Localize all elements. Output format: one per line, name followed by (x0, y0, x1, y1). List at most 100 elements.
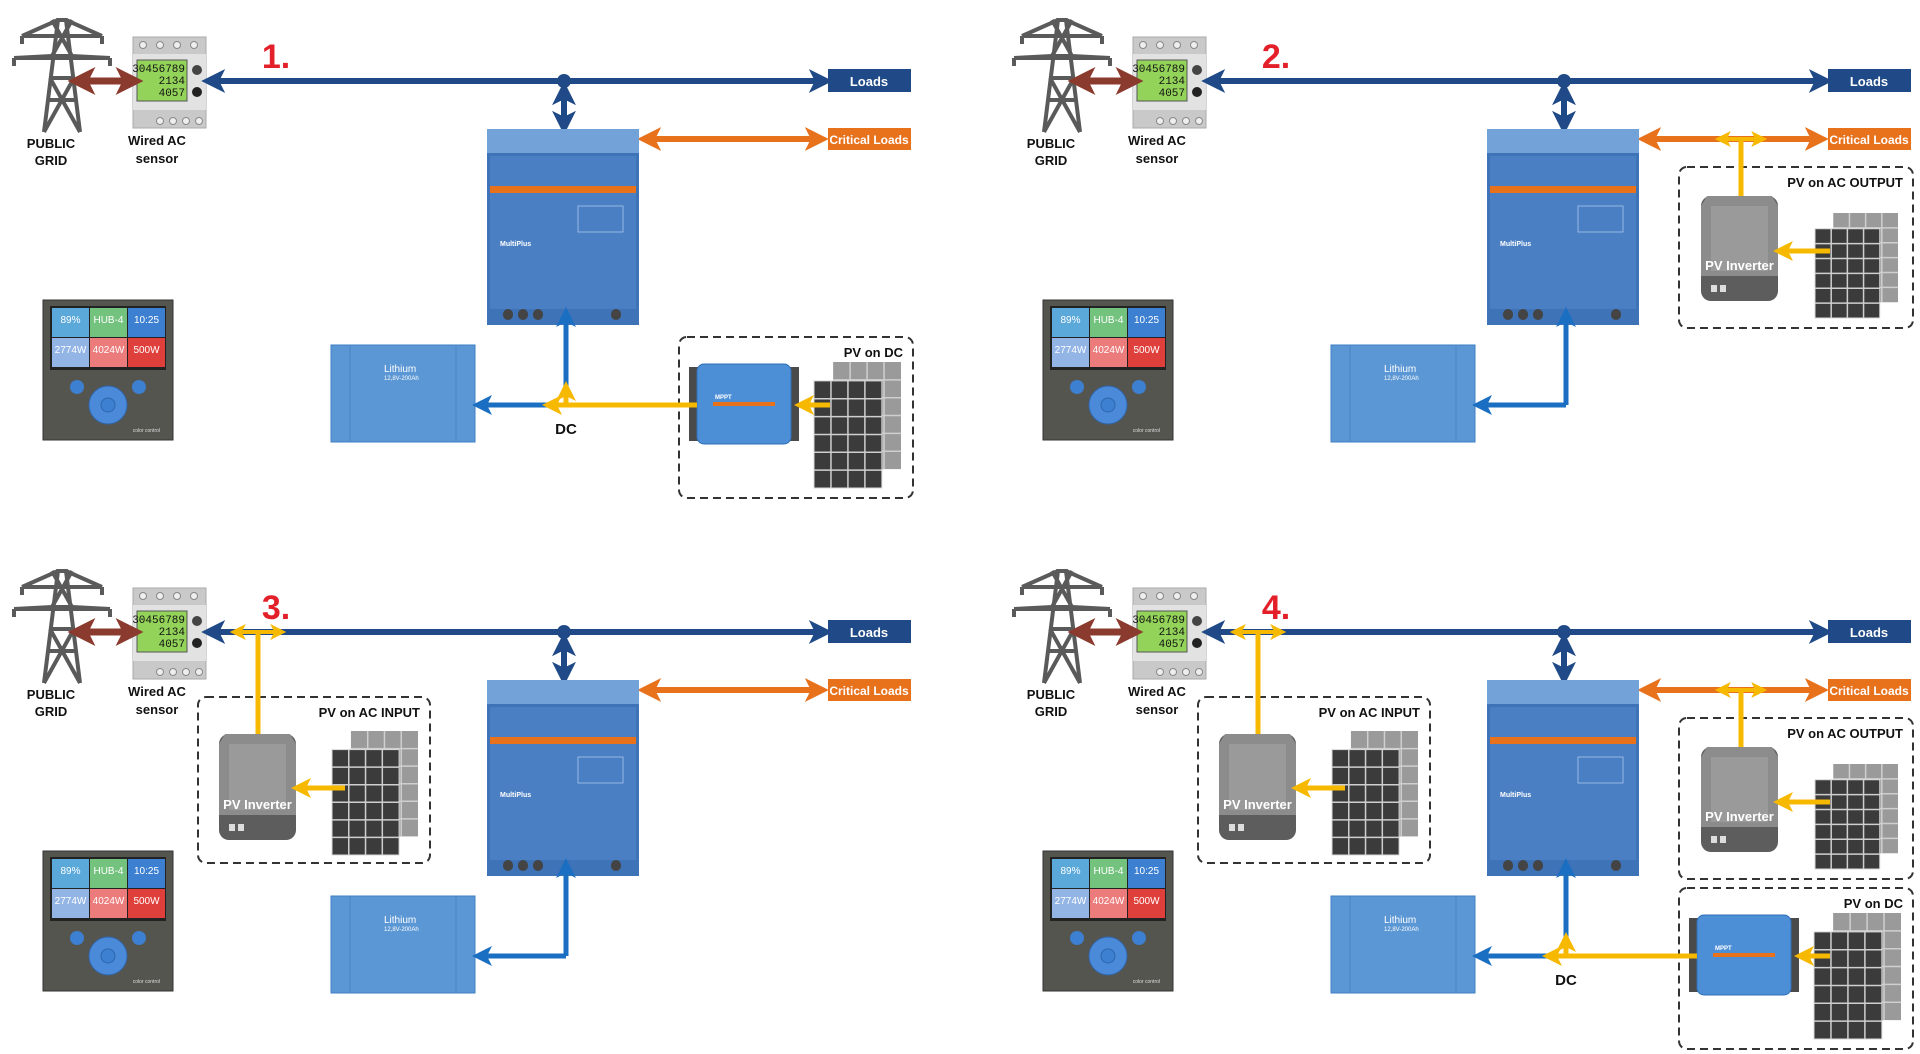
cc-dpad-center (100, 948, 116, 964)
mppt-stripe (713, 402, 775, 406)
pv-on-dc-box (678, 336, 914, 499)
tower-frame (12, 18, 112, 133)
meter-knob (1192, 616, 1202, 626)
meter-terminal (156, 117, 164, 125)
cable-gland (518, 860, 528, 871)
cable-gland (1518, 309, 1528, 320)
meter-display (1136, 610, 1188, 653)
tower-frame (1012, 18, 1112, 133)
cable-gland (611, 860, 621, 871)
inverter-face (229, 744, 286, 810)
configuration-number: 1. (262, 38, 290, 76)
meter-reading: 2134 (1159, 627, 1186, 639)
cc-tile (52, 308, 89, 337)
cc-tile (1052, 308, 1089, 337)
meter-terminal (1173, 592, 1181, 600)
meter-knob (192, 616, 202, 626)
cc-tile (1052, 859, 1089, 888)
cc-button (1070, 380, 1084, 394)
cc-brand: color control (1133, 979, 1160, 985)
public-grid-label: GRID (35, 704, 68, 719)
cc-tile (1090, 308, 1127, 337)
multiplus-led-panel (577, 756, 624, 784)
loads-label: Loads (1850, 625, 1888, 640)
meter-reading: 4057 (159, 88, 185, 100)
bus-junction (557, 74, 571, 88)
meter-display (136, 59, 188, 102)
battery-label: Lithium (1384, 915, 1416, 926)
mppt-charge-controller: MPPT (1689, 914, 1799, 996)
pv-on-ac-output-box-label: PV on AC OUTPUT (1787, 726, 1903, 741)
cc-tile-value: 89% (1060, 866, 1080, 877)
battery-label: Lithium (1384, 364, 1416, 375)
inverter-led (238, 824, 244, 831)
dc-label: DC (555, 421, 577, 438)
loads-box (828, 69, 911, 92)
cc-tile-value: 500W (1133, 345, 1160, 356)
meter-reading: 30456789 (1132, 64, 1185, 76)
cc-tile (1052, 889, 1089, 918)
meter-terminal (1195, 117, 1203, 125)
cable-gland (503, 860, 513, 871)
cc-tile-value: 500W (1133, 896, 1160, 907)
cc-tile (1090, 859, 1127, 888)
critical-loads-box (828, 128, 911, 150)
cc-tile (90, 338, 127, 367)
pv-on-dc-box-label: PV on DC (844, 345, 904, 360)
critical-loads-box (1828, 679, 1911, 701)
cc-tile-value: 89% (60, 315, 80, 326)
meter-reading: 2134 (159, 627, 186, 639)
solar-panel (1814, 764, 1898, 870)
battery-spec: 12,8V-200Ah (1384, 927, 1419, 933)
meter-terminal (1182, 668, 1190, 676)
multiplus-stripe (1490, 737, 1636, 744)
critical-loads-label: Critical Loads (1829, 684, 1909, 698)
meter-reading: 30456789 (132, 615, 185, 627)
cable-gland (1503, 860, 1513, 871)
meter-reading: 2134 (1159, 76, 1186, 88)
multiplus-led-panel (1577, 205, 1624, 233)
multiplus-led-panel (1577, 756, 1624, 784)
critical-loads-box (828, 679, 911, 701)
transmission-tower-icon (12, 569, 112, 684)
cc-tile-value: 4024W (93, 896, 125, 907)
inverter-face (1711, 757, 1768, 822)
meter-knob (1192, 65, 1202, 75)
meter-reading: 4057 (159, 639, 185, 651)
cc-brand: color control (1133, 428, 1160, 434)
meter-terminal (156, 41, 164, 49)
cc-tile-value: 10:25 (134, 866, 159, 877)
multiplus-label: MultiPlus (1500, 792, 1531, 799)
cc-tile (1128, 889, 1165, 918)
cc-brand: color control (133, 979, 160, 985)
cc-tile-value: 2774W (1055, 345, 1087, 356)
cc-brand: color control (133, 428, 160, 434)
meter-knob (192, 65, 202, 75)
multiplus-front (490, 707, 636, 860)
meter-terminal (1169, 668, 1177, 676)
cc-tile-value: 500W (133, 345, 160, 356)
meter-terminal (1169, 117, 1177, 125)
inverter-led (229, 824, 235, 831)
meter-terminal (1139, 592, 1147, 600)
multiplus-top (1487, 680, 1639, 704)
pv-on-ac-input-box-label: PV on AC INPUT (319, 705, 420, 720)
cable-gland (533, 860, 543, 871)
battery-case (1330, 895, 1476, 994)
mppt-label: MPPT (715, 395, 732, 401)
multiplus-front (1490, 156, 1636, 309)
cc-tile-value: 4024W (1093, 896, 1125, 907)
transmission-tower-icon (1012, 569, 1112, 684)
pv-on-ac-output-box (1678, 717, 1914, 880)
meter-reading: 2134 (159, 76, 186, 88)
meter-terminal (190, 592, 198, 600)
public-grid-label: GRID (1035, 153, 1068, 168)
multiplus-top (1487, 129, 1639, 153)
tower-frame (12, 569, 112, 684)
